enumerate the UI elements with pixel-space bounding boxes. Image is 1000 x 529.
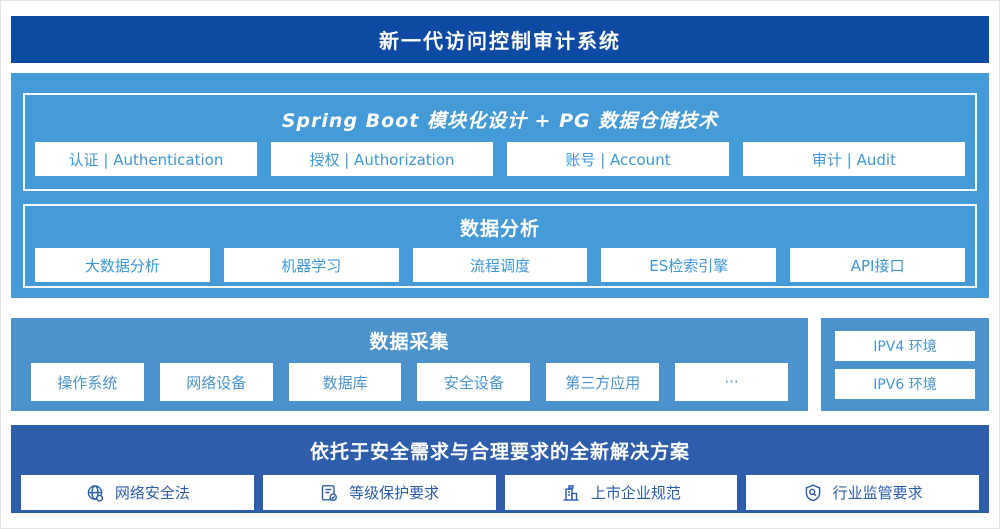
module-box-audit: 审计 | Audit — [743, 142, 965, 176]
collection-box-os: 操作系统 — [31, 363, 144, 401]
env-box-ipv4: IPV4 环境 — [835, 330, 975, 361]
collection-box-thirdparty: 第三方应用 — [546, 363, 660, 401]
platform-section: Spring Boot 模块化设计 + PG 数据仓储技术 认证 | Authe… — [11, 73, 989, 298]
collection-box-database: 数据库 — [288, 363, 402, 401]
solution-label: 网络安全法 — [114, 484, 190, 502]
collection-box-more: ··· — [675, 363, 788, 401]
module-box-authorization: 授权 | Authorization — [271, 142, 493, 176]
solution-box-listed-company: 上市企业规范 — [504, 475, 738, 510]
solution-box-cybersecurity-law: 网络安全法 — [21, 475, 254, 510]
analysis-panel-title: 数据分析 — [459, 218, 540, 240]
solution-label: 等级保护要求 — [349, 484, 440, 502]
collection-item-row: 操作系统 网络设备 数据库 安全设备 第三方应用 ··· — [31, 363, 788, 401]
page-title: 新一代访问控制审计系统 — [379, 29, 621, 53]
middle-row: 数据采集 操作系统 网络设备 数据库 安全设备 第三方应用 ··· IPV4 环… — [11, 318, 989, 411]
analysis-item-row: 大数据分析 机器学习 流程调度 ES检索引擎 API接口 — [25, 248, 975, 282]
environment-panel: IPV4 环境 IPV6 环境 — [821, 318, 989, 411]
module-box-account: 账号 | Account — [507, 142, 729, 176]
solution-label: 行业监管要求 — [832, 484, 923, 502]
springboot-module-row: 认证 | Authentication 授权 | Authorization 账… — [25, 142, 975, 176]
analysis-panel: 数据分析 大数据分析 机器学习 流程调度 ES检索引擎 API接口 — [23, 204, 977, 288]
solution-title: 依托于安全需求与合理要求的全新解决方案 — [309, 441, 690, 463]
collection-panel-title: 数据采集 — [369, 331, 450, 353]
collection-box-network: 网络设备 — [159, 363, 273, 401]
solution-label: 上市企业规范 — [590, 484, 681, 502]
analysis-box-workflow: 流程调度 — [412, 248, 588, 282]
building-icon — [561, 483, 581, 503]
shield-search-icon — [803, 483, 823, 503]
solution-section: 依托于安全需求与合理要求的全新解决方案 网络安全法 — [11, 425, 989, 513]
module-box-authentication: 认证 | Authentication — [35, 142, 257, 176]
solution-box-mlps: 等级保护要求 — [262, 475, 496, 510]
analysis-box-es: ES检索引擎 — [601, 248, 777, 282]
env-box-ipv6: IPV6 环境 — [835, 368, 975, 399]
solution-box-industry-regulation: 行业监管要求 — [746, 475, 979, 510]
page-title-banner: 新一代访问控制审计系统 — [11, 16, 989, 63]
springboot-panel: Spring Boot 模块化设计 + PG 数据仓储技术 认证 | Authe… — [23, 93, 977, 191]
analysis-box-bigdata: 大数据分析 — [35, 248, 210, 282]
collection-box-security: 安全设备 — [417, 363, 531, 401]
collection-panel: 数据采集 操作系统 网络设备 数据库 安全设备 第三方应用 ··· — [11, 318, 808, 411]
globe-icon — [85, 483, 105, 503]
springboot-panel-title: Spring Boot 模块化设计 + PG 数据仓储技术 — [281, 110, 719, 132]
analysis-box-api: API接口 — [790, 248, 965, 282]
document-check-icon — [319, 483, 339, 503]
analysis-box-ml: 机器学习 — [223, 248, 399, 282]
solution-item-row: 网络安全法 等级保护要求 — [21, 475, 979, 510]
